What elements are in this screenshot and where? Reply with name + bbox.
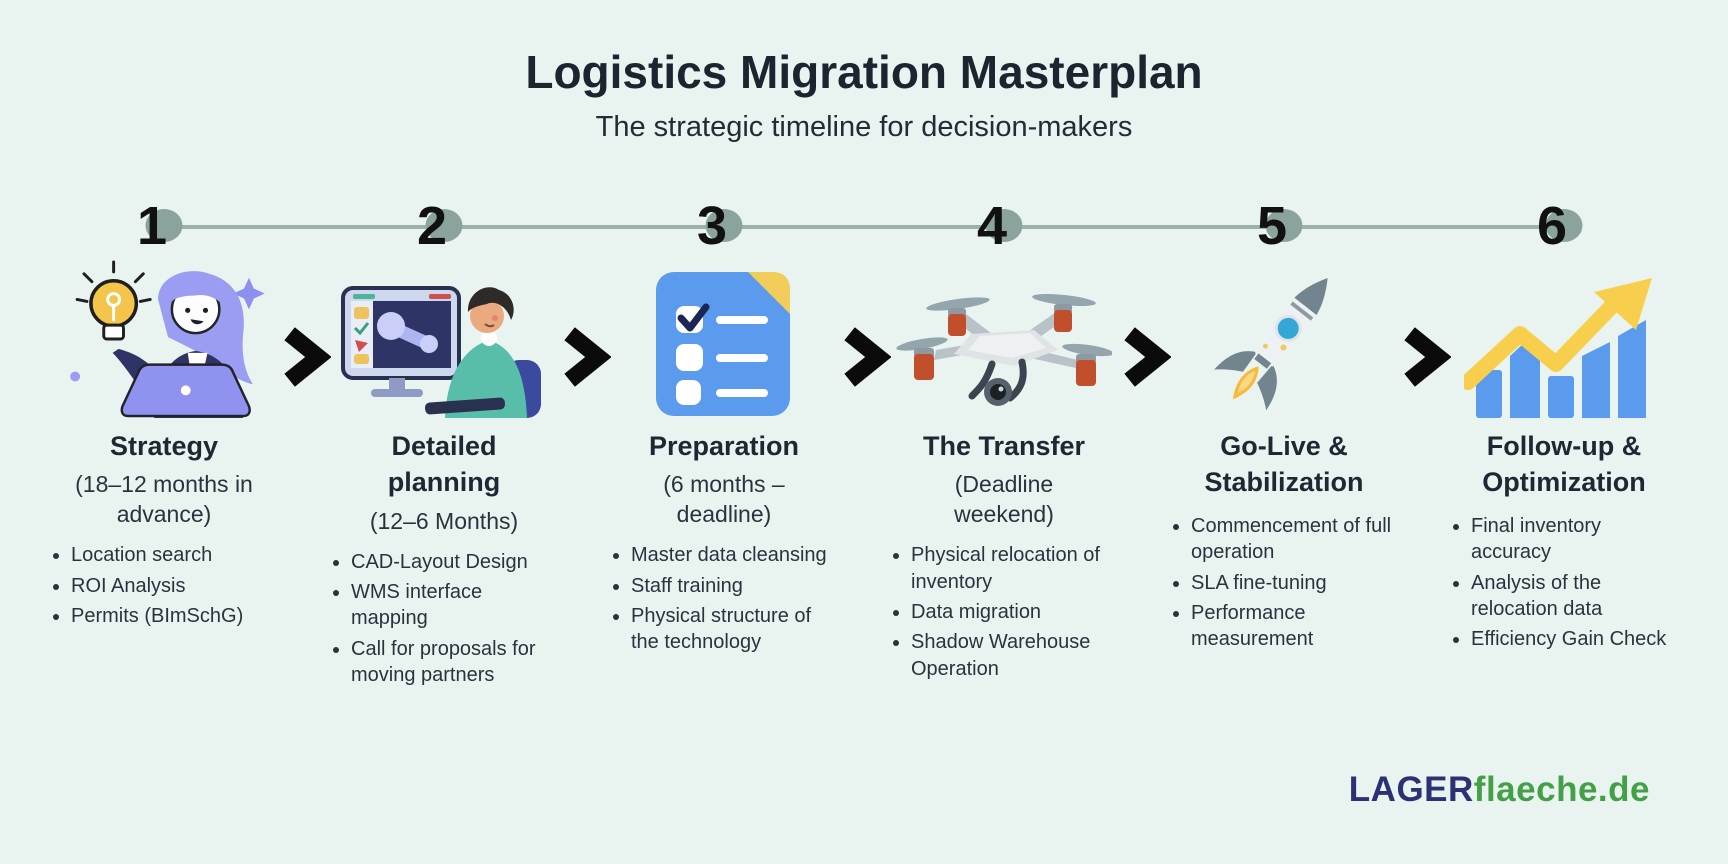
stage-go-live: Go-Live & Stabilization Commencement of … <box>1124 258 1424 693</box>
brand-logo: LAGERflaeche.de <box>1349 770 1650 810</box>
stage-strategy: Strategy (18–12 months in advance) Locat… <box>24 258 304 693</box>
stage-bullet-list: Commencement of full operation SLA fine-… <box>1165 513 1403 653</box>
cad-computer-icon <box>304 258 584 418</box>
stage-timeframe: (18–12 months in advance) <box>75 471 253 528</box>
timeline-dot <box>1265 208 1303 242</box>
stage-number: 2 <box>416 195 447 256</box>
bullet-item: CAD-Layout Design <box>351 549 563 575</box>
stages-row: Strategy (18–12 months in advance) Locat… <box>0 258 1728 693</box>
growth-chart-icon <box>1424 258 1704 418</box>
stage-title: Go-Live & Stabilization <box>1204 430 1364 498</box>
bullet-item: Efficiency Gain Check <box>1471 626 1683 652</box>
stage-title: Strategy <box>109 430 219 461</box>
stage-bullet-list: Final inventory accuracy Analysis of the… <box>1445 513 1683 653</box>
stage-number: 5 <box>1256 195 1287 256</box>
bullet-item: ROI Analysis <box>71 573 283 599</box>
bullet-item: Physical relocation of inventory <box>911 542 1123 595</box>
bullet-item: WMS interface mapping <box>351 579 563 632</box>
stage-bullet-list: Location search ROI Analysis Permits (BI… <box>45 542 283 629</box>
timeline-dot <box>705 208 743 242</box>
stage-preparation: Preparation (6 months – deadline) Master… <box>564 258 864 693</box>
stage-title: Follow-up & Optimization <box>1482 430 1646 498</box>
timeline-line <box>164 224 1564 229</box>
stage-timeframe: (6 months – deadline) <box>663 471 785 528</box>
bullet-item: Final inventory accuracy <box>1471 513 1683 566</box>
bullet-item: Performance measurement <box>1191 600 1403 653</box>
arrow-right-icon <box>1117 326 1172 388</box>
bullet-item: Master data cleansing <box>631 542 843 568</box>
page-title: Logistics Migration Masterplan <box>525 46 1203 98</box>
stage-number: 3 <box>696 195 727 256</box>
page-subtitle: The strategic timeline for decision-make… <box>595 110 1133 143</box>
bullet-item: Commencement of full operation <box>1191 513 1403 566</box>
timeline-dot <box>1545 208 1583 242</box>
arrow-right-icon <box>277 326 332 388</box>
drone-icon <box>864 258 1144 418</box>
checklist-icon <box>584 258 864 418</box>
timeline-dot <box>145 208 183 242</box>
bullet-item: Data migration <box>911 599 1123 625</box>
stage-bullet-list: Master data cleansing Staff training Phy… <box>605 542 843 656</box>
stage-title: Preparation <box>648 430 800 461</box>
stage-transfer: The Transfer (Deadline weekend) Physical… <box>844 258 1144 693</box>
stage-number: 6 <box>1536 195 1567 256</box>
stage-timeframe: (12–6 Months) <box>369 507 519 534</box>
bullet-item: Analysis of the relocation data <box>1471 570 1683 623</box>
stage-follow-up: Follow-up & Optimization Final inventory… <box>1404 258 1704 693</box>
stage-title: Detailed planning <box>387 430 501 498</box>
timeline-dot <box>425 208 463 242</box>
timeline-step-3: 3 <box>584 178 864 253</box>
stage-bullet-list: Physical relocation of inventory Data mi… <box>885 542 1123 682</box>
timeline: 1 2 3 4 5 6 <box>0 178 1728 253</box>
bullet-item: Physical structure of the technology <box>631 603 843 656</box>
timeline-step-5: 5 <box>1144 178 1424 253</box>
bullet-item: Shadow Warehouse Operation <box>911 629 1123 682</box>
arrow-right-icon <box>1397 326 1452 388</box>
stage-number: 4 <box>976 195 1007 256</box>
stage-bullet-list: CAD-Layout Design WMS interface mapping … <box>325 549 563 689</box>
brand-logo-primary: LAGER <box>1348 770 1474 809</box>
lightbulb-woman-icon <box>24 258 304 418</box>
stage-detailed-planning: Detailed planning (12–6 Months) CAD-Layo… <box>284 258 584 693</box>
rocket-icon <box>1144 258 1424 418</box>
timeline-step-6: 6 <box>1424 178 1704 253</box>
stage-title: The Transfer <box>922 430 1086 461</box>
bullet-item: Permits (BImSchG) <box>71 603 283 629</box>
arrow-right-icon <box>557 326 612 388</box>
bullet-item: Location search <box>71 542 283 568</box>
timeline-step-1: 1 <box>24 178 304 253</box>
timeline-dot <box>985 208 1023 242</box>
bullet-item: Call for proposals for moving partners <box>351 636 563 689</box>
bullet-item: Staff training <box>631 573 843 599</box>
timeline-step-2: 2 <box>304 178 584 253</box>
header: Logistics Migration Masterplan The strat… <box>0 0 1728 144</box>
stage-timeframe: (Deadline weekend) <box>954 471 1054 528</box>
stage-number: 1 <box>136 195 167 256</box>
bullet-item: SLA fine-tuning <box>1191 570 1403 596</box>
brand-logo-secondary: flaeche.de <box>1473 770 1650 809</box>
arrow-right-icon <box>837 326 892 388</box>
timeline-step-4: 4 <box>864 178 1144 253</box>
